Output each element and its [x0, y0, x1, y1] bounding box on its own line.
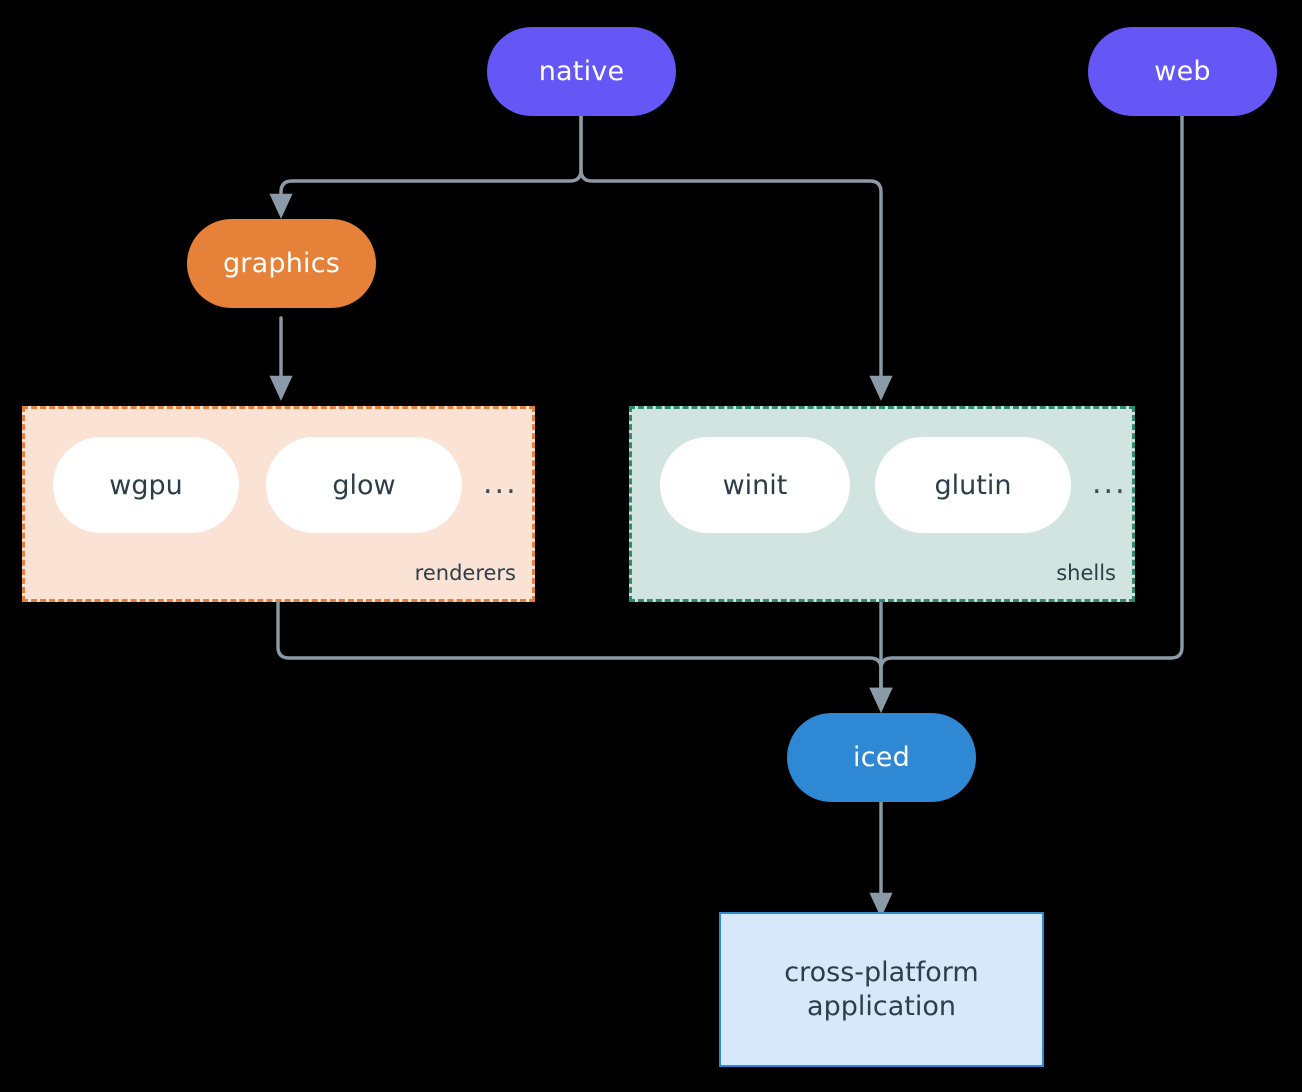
node-iced[interactable]: iced: [787, 713, 976, 802]
node-graphics-label: graphics: [222, 247, 341, 279]
edge-renderers-to-iced: [276, 600, 893, 713]
chip-glow[interactable]: glow: [266, 437, 462, 533]
node-application-line1: cross-platform: [784, 956, 979, 988]
group-shells-label: shells: [1056, 561, 1116, 585]
node-iced-label: iced: [853, 741, 910, 773]
node-application[interactable]: cross-platform application: [719, 912, 1044, 1067]
group-shells: winit glutin ... shells: [629, 406, 1135, 602]
group-renderers-label: renderers: [414, 561, 516, 585]
node-application-line2: application: [807, 990, 956, 1022]
shells-ellipsis: ...: [1092, 466, 1127, 501]
chip-wgpu[interactable]: wgpu: [53, 437, 239, 533]
group-renderers: wgpu glow ... renderers: [22, 406, 535, 602]
node-graphics[interactable]: graphics: [187, 219, 376, 308]
edge-native-to-shells: [579, 114, 893, 401]
chip-winit[interactable]: winit: [660, 437, 850, 533]
edge-native-to-graphics: [269, 114, 583, 219]
node-native-label: native: [538, 55, 625, 87]
chip-glutin-label: glutin: [934, 469, 1012, 501]
chip-wgpu-label: wgpu: [109, 469, 183, 501]
renderers-ellipsis: ...: [483, 466, 518, 501]
chip-glow-label: glow: [332, 469, 396, 501]
node-native[interactable]: native: [487, 27, 676, 116]
node-web-label: web: [1154, 55, 1211, 87]
chip-glutin[interactable]: glutin: [875, 437, 1071, 533]
node-web[interactable]: web: [1088, 27, 1277, 116]
chip-winit-label: winit: [722, 469, 788, 501]
